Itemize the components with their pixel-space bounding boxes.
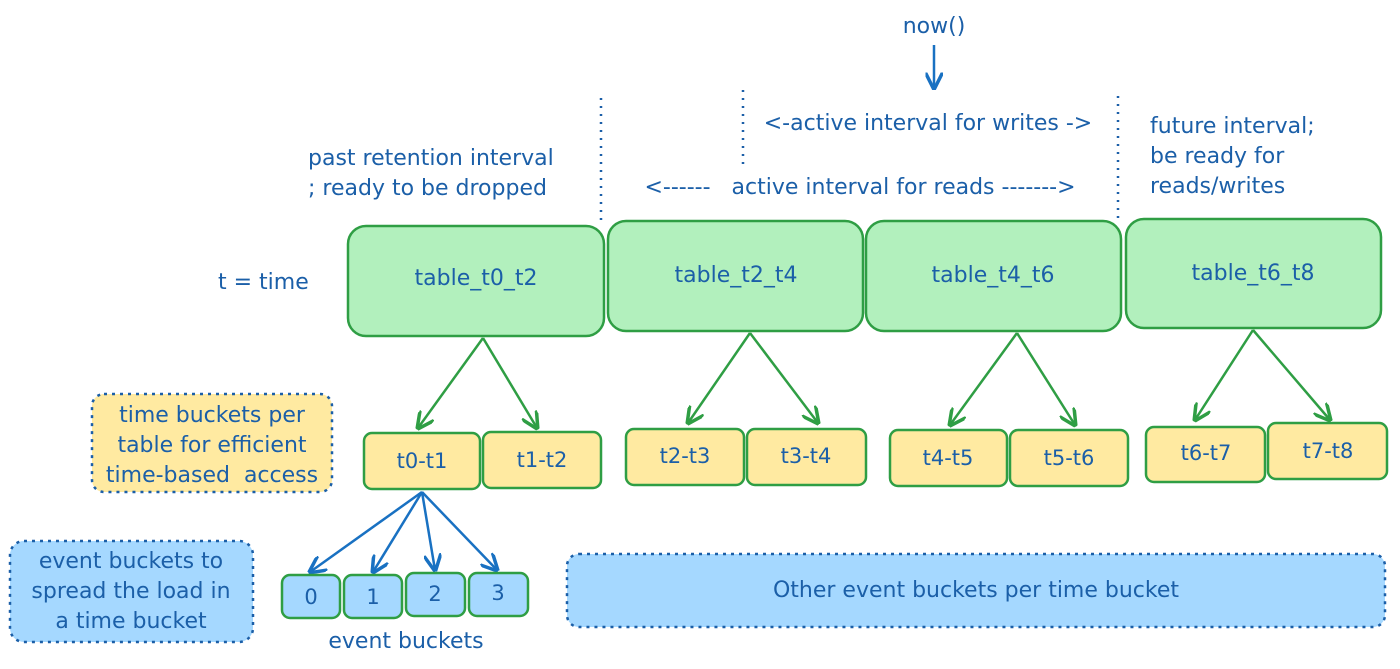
- past-interval-line-2: ; ready to be dropped: [308, 176, 547, 201]
- event-bucket-label-3: 3: [491, 581, 504, 605]
- arrow-t6t8-to-t6t7: [1195, 329, 1255, 420]
- time-buckets-note-line-2: table for efficient: [117, 433, 306, 458]
- table-label-t6-t8: table_t6_t8: [1192, 261, 1315, 286]
- arrow-to-event-bucket-1: [373, 491, 424, 572]
- event-bucket-0[interactable]: [280, 573, 342, 620]
- time-bucket-label-t7-t8: t7-t8: [1303, 439, 1354, 463]
- writes-interval-label: <-active interval for writes ->: [764, 111, 1093, 136]
- event-bucket-2[interactable]: [404, 571, 467, 618]
- table-box-t6-t8[interactable]: [1124, 217, 1383, 330]
- arrow-t6t8-to-t7t8: [1252, 329, 1330, 420]
- table-box-t4-t6[interactable]: [864, 219, 1123, 333]
- time-bucket-t3-t4[interactable]: [745, 427, 868, 487]
- arrow-t4t6-to-t5t6: [1015, 332, 1075, 425]
- time-bucket-label-t5-t6: t5-t6: [1044, 446, 1095, 470]
- event-bucket-1[interactable]: [342, 573, 404, 620]
- time-bucket-t1-t2[interactable]: [481, 430, 603, 490]
- arrow-t4t6-to-t4t5: [950, 332, 1019, 425]
- event-buckets-note-line-3: a time bucket: [55, 609, 207, 634]
- time-bucket-label-t0-t1: t0-t1: [397, 449, 448, 473]
- time-bucket-t4-t5[interactable]: [888, 428, 1009, 488]
- time-bucket-label-t3-t4: t3-t4: [781, 444, 832, 468]
- event-bucket-label-0: 0: [304, 585, 317, 609]
- arrow-t0t2-to-t0t1: [418, 337, 485, 428]
- event-bucket-3[interactable]: [467, 571, 530, 618]
- time-bucket-label-t6-t7: t6-t7: [1181, 441, 1232, 465]
- arrow-to-event-bucket-3: [421, 491, 497, 570]
- time-bucket-label-t1-t2: t1-t2: [517, 448, 568, 472]
- table-label-t0-t2: table_t0_t2: [415, 266, 538, 291]
- now-label: now(): [903, 14, 966, 39]
- time-bucket-t2-t3[interactable]: [624, 427, 746, 487]
- event-buckets-note: [8, 539, 255, 644]
- other-event-buckets-label: Other event buckets per time bucket: [773, 578, 1179, 603]
- event-buckets-caption: event buckets: [328, 629, 483, 654]
- past-interval-line-1: past retention interval: [308, 146, 554, 171]
- time-bucket-t7-t8[interactable]: [1266, 421, 1389, 481]
- time-buckets-note-line-3: time-based access: [106, 463, 318, 488]
- arrow-to-event-bucket-0: [310, 490, 423, 572]
- arrow-t2t4-to-t3t4: [749, 332, 818, 423]
- table-box-t0-t2[interactable]: [346, 224, 606, 338]
- event-buckets-note-line-2: spread the load in: [31, 579, 230, 604]
- event-bucket-label-1: 1: [366, 585, 379, 609]
- time-bucket-label-t4-t5: t4-t5: [923, 446, 974, 470]
- future-interval-line-3: reads/writes: [1150, 174, 1285, 199]
- reads-interval-label: <------ active interval for reads ------…: [644, 175, 1075, 200]
- time-bucket-label-t2-t3: t2-t3: [660, 444, 711, 468]
- arrow-t2t4-to-t2t3: [688, 332, 752, 423]
- time-buckets-note-line-1: time buckets per: [119, 403, 306, 428]
- future-interval-line-2: be ready for: [1150, 144, 1285, 169]
- arrow-t0t2-to-t1t2: [481, 337, 537, 428]
- time-legend: t = time: [218, 270, 309, 295]
- table-box-t2-t4[interactable]: [606, 219, 865, 333]
- event-bucket-label-2: 2: [428, 582, 441, 606]
- time-buckets-note: [90, 392, 334, 494]
- event-buckets-note-line-1: event buckets to: [39, 549, 223, 574]
- arrow-to-event-bucket-2: [420, 491, 435, 570]
- table-label-t4-t6: table_t4_t6: [932, 263, 1055, 288]
- future-interval-line-1: future interval;: [1150, 114, 1315, 139]
- time-bucket-t6-t7[interactable]: [1144, 425, 1267, 484]
- other-event-buckets-box: [565, 552, 1387, 629]
- table-label-t2-t4: table_t2_t4: [675, 263, 798, 288]
- time-bucket-t0-t1[interactable]: [362, 431, 482, 491]
- time-bucket-t5-t6[interactable]: [1008, 428, 1130, 488]
